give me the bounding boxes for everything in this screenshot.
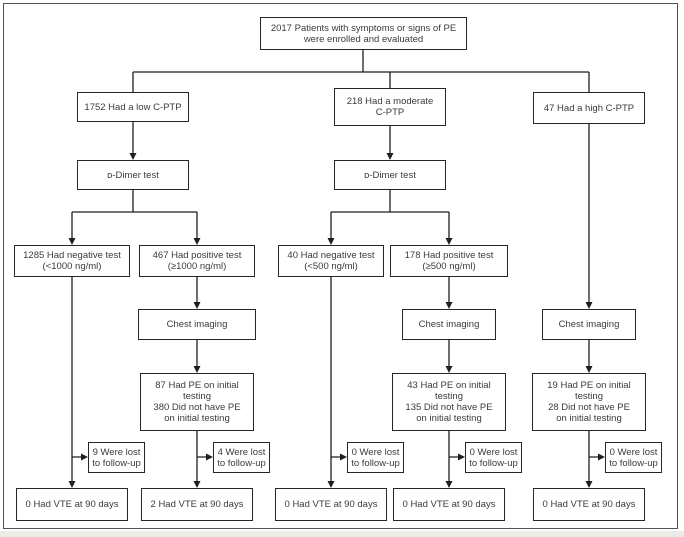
node-low-cptp: 1752 Had a low C-PTP (77, 92, 189, 122)
node-pe-initial-moderate: 43 Had PE on initial testing 135 Did not… (392, 373, 506, 431)
node-lost-followup-high: 0 Were lost to follow-up (605, 442, 662, 473)
node-pe-initial-high: 19 Had PE on initial testing 28 Did not … (532, 373, 646, 431)
node-lost-followup-moderate-positive: 0 Were lost to follow-up (465, 442, 522, 473)
arrowheads (68, 153, 605, 488)
node-vte-90days-moderate-positive: 0 Had VTE at 90 days (393, 488, 505, 521)
node-chest-imaging-low: Chest imaging (138, 309, 256, 340)
node-lost-followup-moderate-negative: 0 Were lost to follow-up (347, 442, 404, 473)
node-ddimer-test-moderate: ᴅ-Dimer test (334, 160, 446, 190)
node-pe-initial-low: 87 Had PE on initial testing 380 Did not… (140, 373, 254, 431)
node-vte-90days-moderate-negative: 0 Had VTE at 90 days (275, 488, 387, 521)
node-positive-test-moderate: 178 Had positive test (≥500 ng/ml) (390, 245, 508, 277)
node-vte-90days-high: 0 Had VTE at 90 days (533, 488, 645, 521)
node-negative-test-low: 1285 Had negative test (<1000 ng/ml) (14, 245, 130, 277)
node-high-cptp: 47 Had a high C-PTP (533, 92, 645, 124)
node-ddimer-test-low: ᴅ-Dimer test (77, 160, 189, 190)
node-chest-imaging-high: Chest imaging (542, 309, 636, 340)
node-lost-followup-low-negative: 9 Were lost to follow-up (88, 442, 145, 473)
node-positive-test-low: 467 Had positive test (≥1000 ng/ml) (139, 245, 255, 277)
node-vte-90days-low-negative: 0 Had VTE at 90 days (16, 488, 128, 521)
node-patients-enrolled: 2017 Patients with symptoms or signs of … (260, 17, 467, 50)
node-chest-imaging-moderate: Chest imaging (402, 309, 496, 340)
node-lost-followup-low-positive: 4 Were lost to follow-up (213, 442, 270, 473)
node-moderate-cptp: 218 Had a moderate C-PTP (334, 88, 446, 126)
figure-footer-strip (0, 531, 684, 537)
node-negative-test-moderate: 40 Had negative test (<500 ng/ml) (278, 245, 384, 277)
node-vte-90days-low-positive: 2 Had VTE at 90 days (141, 488, 253, 521)
